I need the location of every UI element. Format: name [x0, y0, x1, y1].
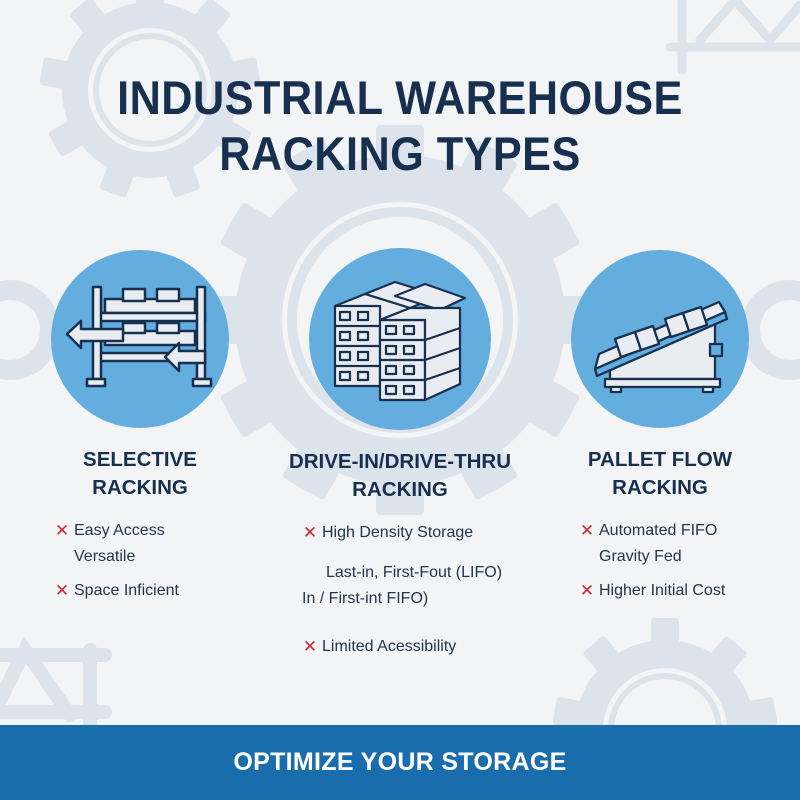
- icon-circle: [571, 250, 749, 428]
- truss-icon: [665, 0, 800, 75]
- racking-title: PALLET FLOW RACKING: [587, 448, 733, 499]
- icon-circle: [309, 248, 491, 430]
- racking-type-drive-in: DRIVE-IN/DRIVE-THRU RACKING ✕ High Densi…: [280, 248, 520, 660]
- list-item: ✕ High Density Storage: [298, 520, 512, 546]
- list-item: ✕ Easy Access Versatile: [50, 518, 260, 570]
- x-mark-icon: ✕: [302, 637, 318, 656]
- x-mark-icon: ✕: [579, 521, 595, 540]
- x-mark-icon: ✕: [302, 523, 318, 542]
- gear-icon: [0, 280, 60, 380]
- list-item: ✕ Space Inficient: [50, 578, 260, 604]
- feature-list: ✕ Easy Access Versatile ✕ Space Inficien…: [20, 518, 260, 604]
- pallet-flow-icon: [593, 300, 729, 394]
- x-mark-icon: ✕: [54, 521, 70, 540]
- racking-title: SELECTIVE RACKING: [83, 448, 197, 499]
- gear-icon: [39, 0, 261, 198]
- list-item: ✕ Higher Initial Cost: [575, 578, 780, 604]
- racking-title: DRIVE-IN/DRIVE-THRU RACKING: [288, 450, 512, 501]
- x-mark-icon: ✕: [54, 581, 70, 600]
- icon-circle: [51, 250, 229, 428]
- x-mark-icon: ✕: [579, 581, 595, 600]
- truss-icon: [0, 636, 112, 732]
- stacked-pallets-icon: [333, 280, 467, 402]
- title-line-1: INDUSTRIAL WAREHOUSE: [117, 71, 683, 124]
- racking-type-pallet-flow: PALLET FLOW RACKING ✕ Automated FIFO Gra…: [540, 250, 780, 604]
- list-item: ✕ Limited Acessibility: [298, 634, 512, 660]
- page-title: INDUSTRIAL WAREHOUSE RACKING TYPES: [32, 70, 768, 182]
- list-item-note: Last-in, First-Fout (LIFO) In / First-in…: [302, 564, 503, 607]
- selective-rack-icon: [65, 285, 213, 388]
- footer-banner: OPTIMIZE YOUR STORAGE: [0, 725, 800, 800]
- racking-type-selective: SELECTIVE RACKING ✕ Easy Access Versatil…: [20, 250, 260, 604]
- title-line-2: RACKING TYPES: [219, 127, 581, 180]
- feature-list: ✕ Automated FIFO Gravity Fed ✕ Higher In…: [540, 518, 780, 604]
- list-item: ✕ Automated FIFO Gravity Fed: [575, 518, 780, 570]
- footer-cta-text: OPTIMIZE YOUR STORAGE: [233, 748, 567, 776]
- feature-list: ✕ High Density Storage Last-in, First-Fo…: [280, 520, 520, 660]
